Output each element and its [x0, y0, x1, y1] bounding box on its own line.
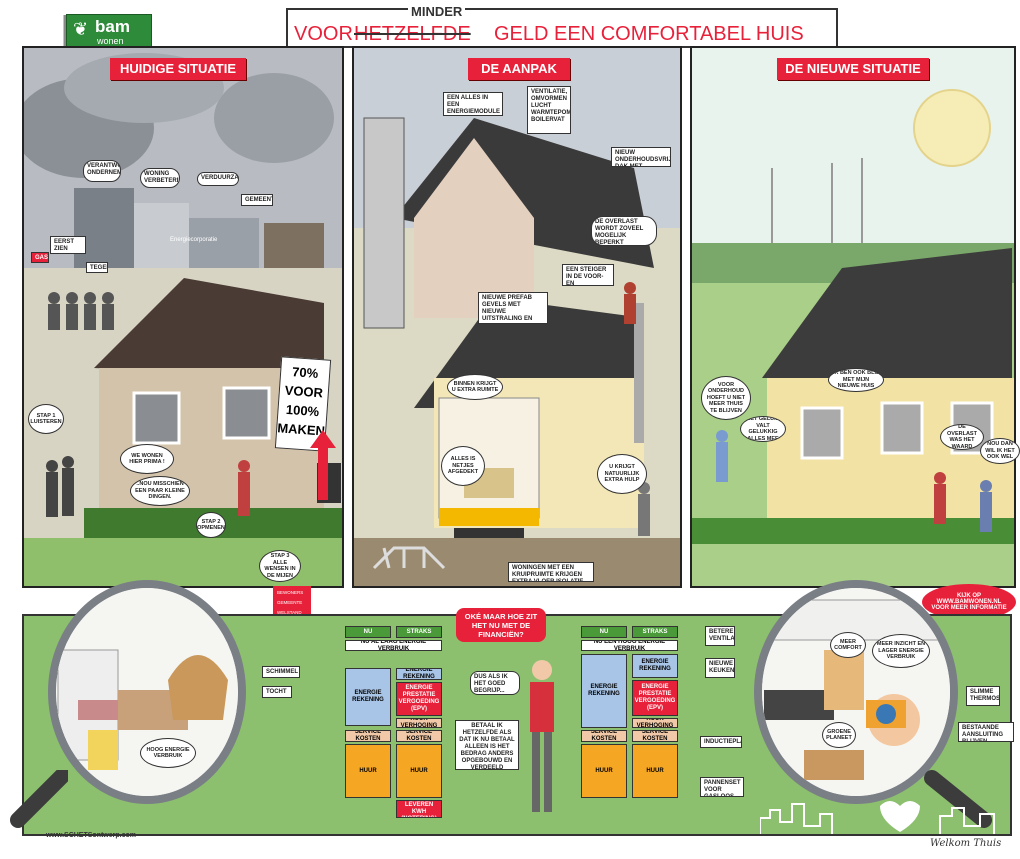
- title-banner: MINDER VOOR HETZELFDE GELD EEN COMFORTAB…: [286, 4, 838, 48]
- question-bubble: OKÉ MAAR HOE ZIT HET NU MET DE FINANCIËN…: [456, 608, 546, 642]
- bubble-extra-hulp: U KRIJGT NATUURLIJK EXTRA HULP: [597, 454, 647, 494]
- label-inductie: INDUCTIEPLAAT: [700, 736, 742, 748]
- note-energiemodule: EEN ALLES IN EEN ENERGIEMODULE IN DE TUI…: [443, 92, 503, 116]
- fin-right-header: NU EEN HOOG ENERGIE VERBRUIK: [581, 640, 678, 651]
- panel-approach-title: DE AANPAK: [468, 58, 570, 80]
- credit-text: www.SCHETSontwerp.com: [46, 832, 136, 839]
- stakeholder-2: GEMEENTE: [277, 600, 303, 605]
- fin-right-straks: STRAKS: [632, 626, 678, 638]
- note-steiger: EEN STEIGER IN DE VOOR- EN ACHTERTUIN: [562, 264, 614, 286]
- fin-right-nu-huur: HUUR: [581, 744, 627, 798]
- bubble-meer-inzicht: MEER INZICHT EN LAGER ENERGIE VERBRUIK: [872, 634, 930, 668]
- bubble-extra-ruimte: BINNEN KRIJGT U EXTRA RUIMTE: [447, 374, 503, 400]
- speech-begrijp: DUS ALS IK HET GOED BEGRIJP...: [470, 671, 520, 695]
- fin-left-straks-huur: HUUR: [396, 744, 442, 798]
- stakeholder-1: BEWONERS: [277, 590, 304, 595]
- sign-woning: WONING VERBETERING: [140, 168, 180, 188]
- factory-sign: Energiecorporatie: [170, 237, 218, 243]
- fin-left-header: NU AL LAAG ENERGIE VERBRUIK: [345, 640, 442, 651]
- label-pannenset: PANNENSET VOOR GASLOOS KOKEN: [700, 777, 744, 797]
- skyline-figure: [760, 801, 995, 834]
- magnifier-right-handle: [924, 770, 992, 828]
- fin-left-straks-epv: ENERGIE PRESTATIE VERGOEDING (EPV): [396, 682, 442, 716]
- step1-bubble: STAP 1 LUISTEREN: [28, 404, 64, 434]
- fin-left-footer: TERUG TE LEVEREN KWH (NOTERING): [396, 800, 442, 818]
- quote-nou-bubble: ..NOU MISSCHIEN EEN PAAR KLEINE DINGEN.: [130, 476, 190, 506]
- label-tocht: TOCHT: [262, 686, 292, 698]
- protest-gas: GAS: [31, 252, 49, 263]
- bubble-blij: IK BEN OOK BLIJ MET MIJN NIEUWE HUIS: [828, 368, 884, 392]
- label-keuken: NIEUWE KEUKEN: [705, 658, 735, 678]
- fin-left-nu: NU: [345, 626, 391, 638]
- panel-current: [22, 46, 344, 588]
- bubble-meer-comfort: MEER COMFORT: [830, 632, 866, 658]
- bubble-hoog-energie: HOOG ENERGIE VERBRUIK: [140, 738, 196, 768]
- fin-left-nu-huur: HUUR: [345, 744, 391, 798]
- current-scene: [24, 48, 342, 586]
- label-aansluiting: BESTAANDE AANSLUITING BLIJVEN: [958, 722, 1014, 742]
- step2-bubble: STAP 2 OPMENEN: [196, 512, 226, 538]
- bubble-ook-wel: NOU DAN WIL IK HET OOK WEL: [980, 438, 1020, 464]
- fin-left-straks: STRAKS: [396, 626, 442, 638]
- sign-verduurzamen: VERDUURZAMEN: [197, 172, 239, 186]
- fin-left-nu-energie: ENERGIE REKENING: [345, 668, 391, 726]
- title-before: VOOR: [294, 23, 353, 45]
- fin-left-straks-service: SERVICE KOSTEN: [396, 730, 442, 742]
- protest-tegen: TEGEN: [86, 262, 108, 273]
- bubble-onderhoud: VOOR ONDERHOUD HOEFT U NIET MEER THUIS T…: [701, 376, 751, 420]
- note-ventilatie: VENTILATIE, OMVORMEN LUCHT WARMTEPOMP BO…: [527, 86, 571, 134]
- brand-sub: wonen: [97, 36, 124, 46]
- note-dak: NIEUW ONDERHOUDSVRIJ DAK MET ZONNEPANELE…: [611, 147, 671, 167]
- man-figure: [530, 660, 554, 812]
- brand-name: bam: [95, 17, 130, 36]
- title-strike: HETZELFDE: [354, 23, 471, 45]
- fin-right-straks-energie: ENERGIE REKENING: [632, 654, 678, 678]
- bubble-groene-planeet: GROENE PLANEET: [822, 722, 856, 748]
- label-schimmel: SCHIMMEL: [262, 666, 300, 678]
- fin-right-nu: NU: [581, 626, 627, 638]
- note-prefab: NIEUWE PREFAB GEVELS MET NIEUWE UITSTRAL…: [478, 292, 548, 324]
- fin-right-nu-service: SERVICE KOSTEN: [581, 730, 627, 742]
- fin-right-straks-service: SERVICE KOSTEN: [632, 730, 678, 742]
- protest-eerst: EERST ZIEN DAN GELOVEN: [50, 236, 86, 254]
- signature-text: Welkom Thuis: [930, 838, 1002, 849]
- title-after: GELD EEN COMFORTABEL HUIS: [494, 23, 804, 45]
- brand-flag: ❦ bam wonen: [66, 14, 152, 50]
- panel-current-title: HUIDIGE SITUATIE: [110, 58, 246, 80]
- sign-gemeente: gemeente: [241, 194, 273, 206]
- kitchen-old-scene: [56, 588, 238, 796]
- fin-right-straks-huurverhoging: HUUR VERHOGING: [632, 718, 678, 728]
- kitchen-new-scene: [762, 588, 950, 796]
- fin-left-straks-huurverhoging: HUUR VERHOGING: [396, 718, 442, 728]
- label-thermostaat: SLIMME THERMOSTAAT: [966, 686, 1000, 706]
- bubble-overlast-waard: DE OVERLAST WAS HET WAARD: [940, 424, 984, 450]
- fin-left-nu-service: SERVICE KOSTEN: [345, 730, 391, 742]
- title-insert: MINDER: [408, 4, 466, 19]
- step3-bubble: STAP 3 ALLE WENSEN IN DE MIJEN: [259, 550, 301, 582]
- magnifier-left: [48, 580, 246, 804]
- fin-right-nu-energie: ENERGIE REKENING: [581, 654, 627, 728]
- sign-verantwoord: VERANTWOORD ONDERNEMEN: [83, 160, 121, 182]
- note-overlast: DE OVERLAST WORDT ZOVEEL MOGELIJK BEPERK…: [591, 216, 657, 246]
- fin-right-straks-epv: ENERGIE PRESTATIE VERGOEDING (EPV): [632, 680, 678, 716]
- panel-new: [690, 46, 1016, 588]
- speech-betaal: BETAAL IK HETZELFDE ALS DAT IK NU BETAAL…: [455, 720, 519, 770]
- quote-prima-bubble: WE WONEN HIER PRIMA !: [120, 444, 174, 474]
- bubble-afgedekt: ALLES IS NETJES AFGEDEKT: [441, 446, 485, 486]
- label-ventilatie: BETERE VENTILATIE: [705, 626, 735, 646]
- fin-left-straks-energie: ENERGIE REKENING: [396, 668, 442, 680]
- fin-right-straks-huur: HUUR: [632, 744, 678, 798]
- up-arrow-icon: [310, 430, 336, 500]
- bubble-geluid: HET GELUID VALT GELUKKIG ALLES MEE: [740, 416, 786, 442]
- note-kruipruimte: WONINGEN MET EEN KRUIPRUIMTE KRIJGEN EXT…: [508, 562, 594, 582]
- stakeholder-3: WELSTAND: [277, 610, 302, 615]
- panel-new-title: DE NIEUWE SITUATIE: [777, 58, 929, 80]
- bam-logo-icon: ❦: [73, 19, 89, 39]
- magnifier-right: [754, 580, 958, 804]
- magnifier-left-handle: [10, 770, 68, 828]
- new-scene: [692, 48, 1014, 586]
